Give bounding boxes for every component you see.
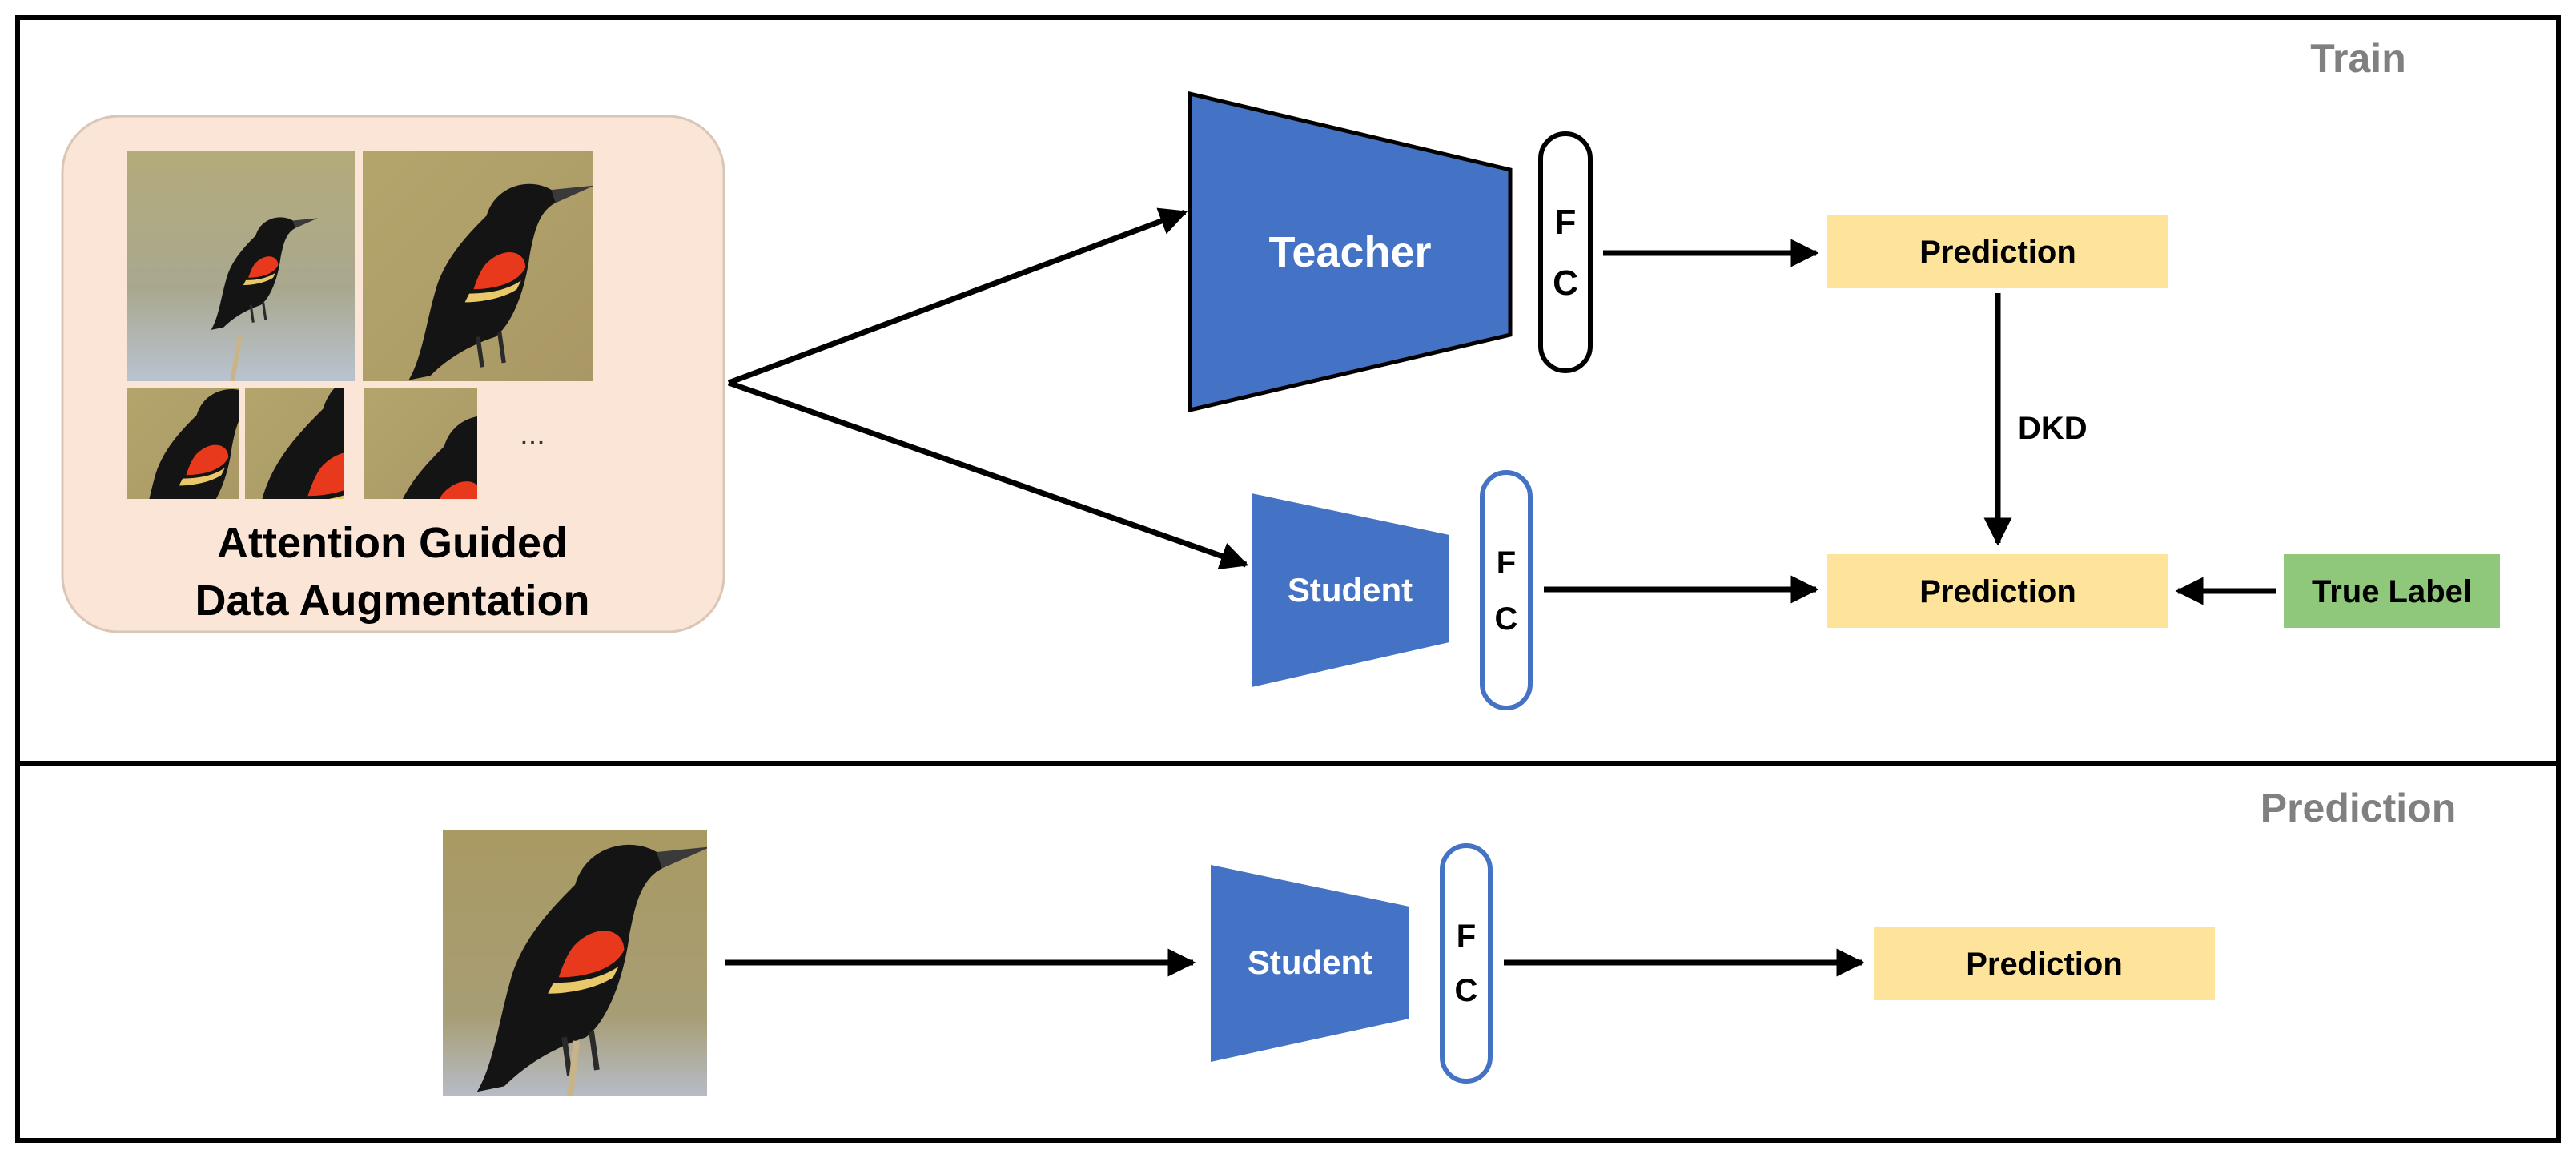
- teacher-label: Teacher: [1268, 228, 1431, 276]
- student-fc-letter-c-predict: C: [1455, 973, 1478, 1008]
- student-fc-letter-c-train: C: [1495, 601, 1518, 637]
- true-label-box: [2284, 554, 2500, 628]
- student-fc-letter-f-train: F: [1497, 545, 1516, 581]
- final-prediction-label: Prediction: [1966, 947, 2123, 982]
- final-prediction-box: [1874, 927, 2215, 1000]
- outer-frame: [15, 15, 2561, 1143]
- augmented-image-zoom: [363, 151, 593, 381]
- augmented-image-crop-1: [127, 388, 239, 499]
- student-prediction-label: Prediction: [1919, 574, 2076, 609]
- true-label-text: True Label: [2312, 574, 2472, 609]
- train-panel-title: Train: [2310, 36, 2405, 81]
- teacher-network: [1188, 90, 1513, 413]
- teacher-fc-letter-c: C: [1553, 263, 1578, 303]
- student-fc-letter-f-predict: F: [1457, 919, 1476, 954]
- augmentation-title-line1: Attention Guided: [217, 519, 568, 567]
- augmented-image-crop-2: [245, 388, 344, 499]
- teacher-prediction-label: Prediction: [1919, 235, 2076, 270]
- teacher-fc-layer: [1538, 131, 1593, 373]
- teacher-prediction-box: [1827, 215, 2168, 288]
- augmentation-title-line2: Data Augmentation: [195, 577, 589, 625]
- augmentation-ellipsis: ...: [520, 418, 545, 452]
- arrow-to-teacher: [727, 207, 1188, 386]
- prediction-panel-title: Prediction: [2261, 786, 2456, 830]
- student-network-predict: [1211, 865, 1409, 1062]
- student-label-train: Student: [1288, 571, 1413, 609]
- student-prediction-box: [1827, 554, 2168, 628]
- input-bird-image: [443, 830, 707, 1096]
- student-fc-layer-train: [1480, 470, 1533, 710]
- augmented-image-full: [127, 151, 355, 381]
- augmented-image-crop-3: [364, 388, 477, 499]
- teacher-fc-letter-f: F: [1555, 203, 1577, 242]
- arrow-to-student: [727, 380, 1249, 570]
- dkd-label: DKD: [2018, 411, 2088, 446]
- student-network-train: [1252, 493, 1449, 687]
- student-fc-layer-predict: [1440, 843, 1493, 1084]
- student-label-predict: Student: [1248, 943, 1372, 981]
